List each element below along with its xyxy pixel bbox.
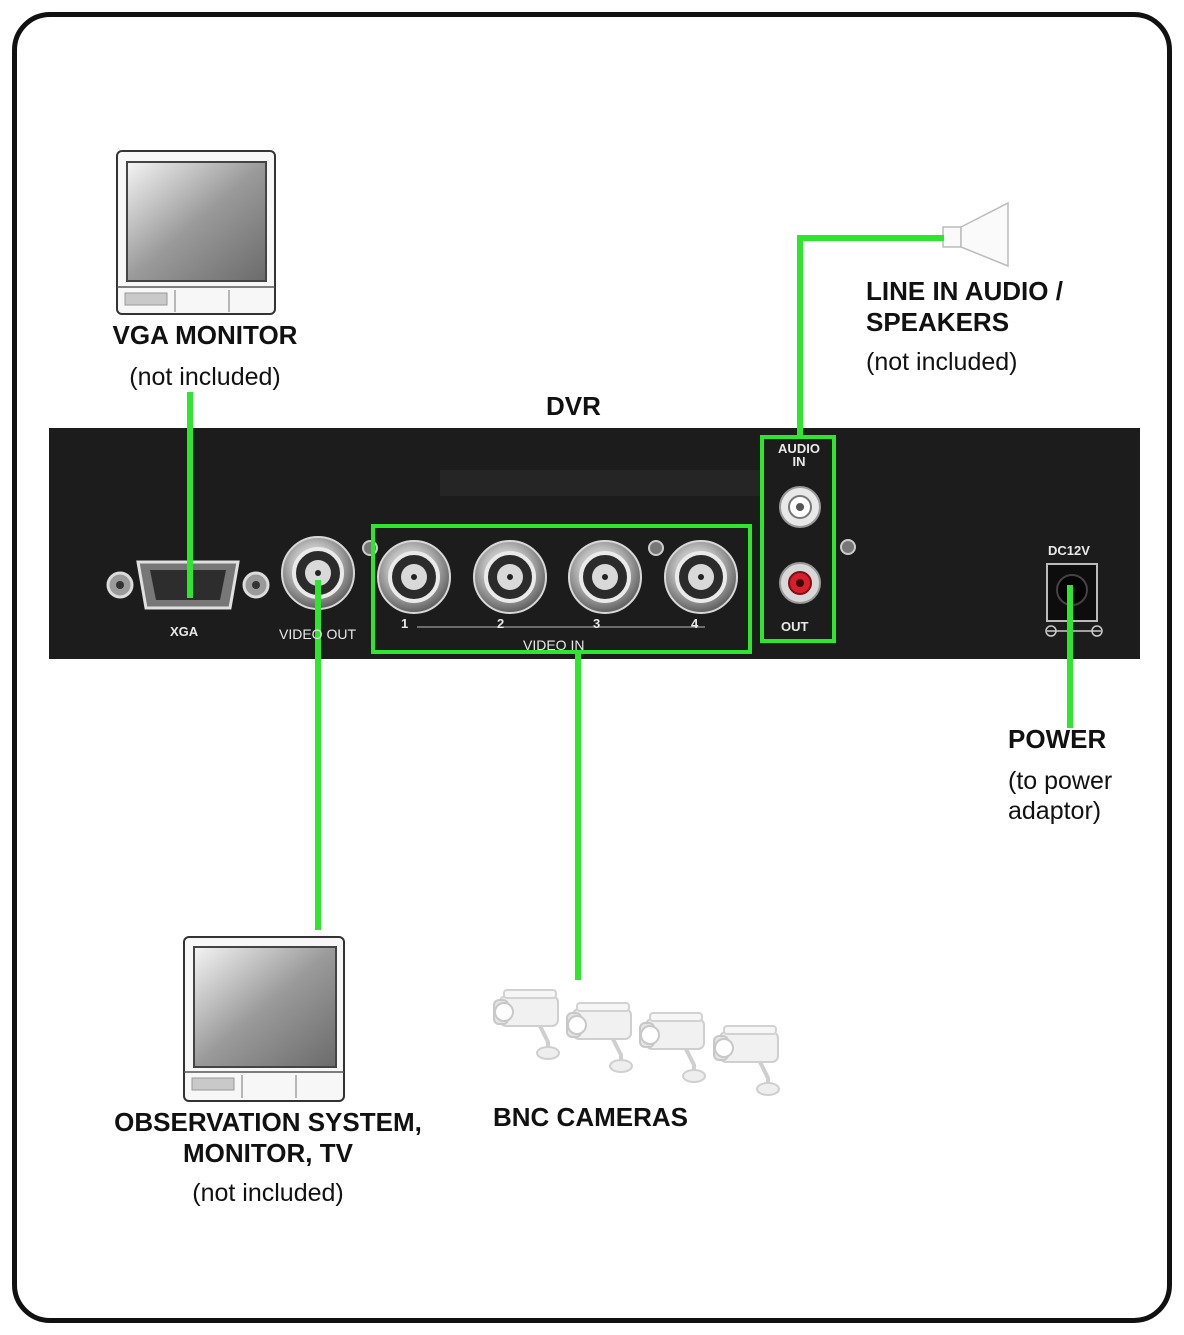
vga-port-icon bbox=[106, 560, 270, 610]
audio-out-label: OUT bbox=[781, 619, 809, 634]
video-in-highlight-box bbox=[371, 524, 752, 654]
video-in-connectors bbox=[376, 539, 739, 628]
audio-in-label: AUDIO IN bbox=[778, 441, 820, 469]
speaker-icon bbox=[942, 201, 1009, 268]
camera-icon bbox=[492, 988, 781, 1097]
vga-monitor-note: (not included) bbox=[129, 363, 281, 391]
channel-4-label: 4 bbox=[691, 616, 699, 631]
diagram-frame bbox=[12, 12, 1172, 1323]
channel-3-label: 3 bbox=[593, 616, 601, 631]
xga-label: XGA bbox=[170, 624, 199, 639]
power-title: POWER bbox=[1008, 724, 1107, 754]
speakers-title-line2: SPEAKERS bbox=[866, 307, 1010, 337]
channel-1-label: 1 bbox=[401, 616, 409, 631]
bnc-cameras-title: BNC CAMERAS bbox=[493, 1102, 688, 1132]
vga-monitor-title: VGA MONITOR bbox=[112, 320, 298, 350]
observation-note: (not included) bbox=[192, 1179, 344, 1207]
observation-title-line1: OBSERVATION SYSTEM, bbox=[114, 1107, 422, 1137]
dvr-title: DVR bbox=[546, 391, 601, 421]
speakers-title-line1: LINE IN AUDIO / bbox=[866, 276, 1063, 306]
rca-jack-icon bbox=[779, 486, 856, 604]
power-note-line2: adaptor) bbox=[1008, 797, 1102, 825]
channel-2-label: 2 bbox=[497, 616, 505, 631]
video-in-label: VIDEO IN bbox=[523, 637, 585, 653]
connection-cables bbox=[187, 235, 1073, 980]
power-note-line1: (to power bbox=[1008, 767, 1113, 795]
speakers-note: (not included) bbox=[866, 348, 1018, 376]
vga-monitor-icon bbox=[116, 150, 276, 315]
observation-monitor-icon bbox=[183, 936, 345, 1102]
observation-title-line2: MONITOR, TV bbox=[183, 1138, 353, 1168]
dc12v-label: DC12V bbox=[1048, 543, 1090, 558]
video-out-label: VIDEO OUT bbox=[279, 626, 357, 642]
audio-cable bbox=[797, 235, 944, 437]
